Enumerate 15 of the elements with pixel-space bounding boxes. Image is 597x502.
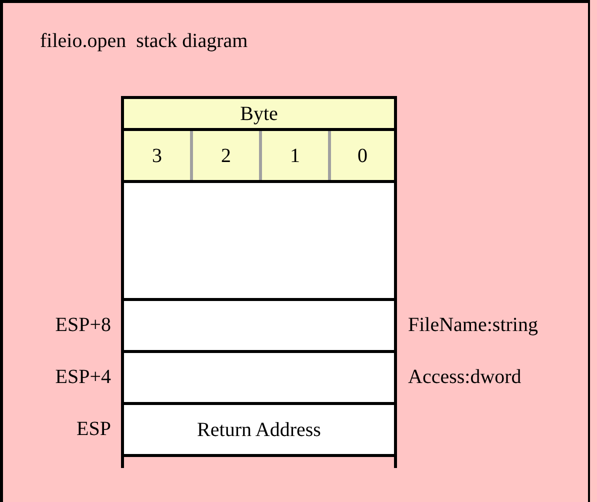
offset-label: ESP+4 — [55, 365, 111, 390]
stack-slot — [121, 350, 397, 405]
stack-slot — [121, 180, 397, 301]
stack-slot: Return Address — [121, 402, 397, 457]
byte-cell: 0 — [328, 131, 397, 180]
offset-label: ESP — [76, 417, 111, 442]
parameter-label: FileName:string — [408, 313, 538, 338]
byte-cell: 3 — [121, 131, 190, 180]
header-cell: Byte — [121, 96, 397, 131]
byte-cell: 1 — [259, 131, 328, 180]
offset-label: ESP+8 — [55, 313, 111, 338]
diagram-title: fileio.open stack diagram — [40, 29, 248, 54]
stack-slot — [121, 298, 397, 353]
parameter-label: Access:dword — [408, 365, 522, 390]
byte-cell: 2 — [190, 131, 259, 180]
